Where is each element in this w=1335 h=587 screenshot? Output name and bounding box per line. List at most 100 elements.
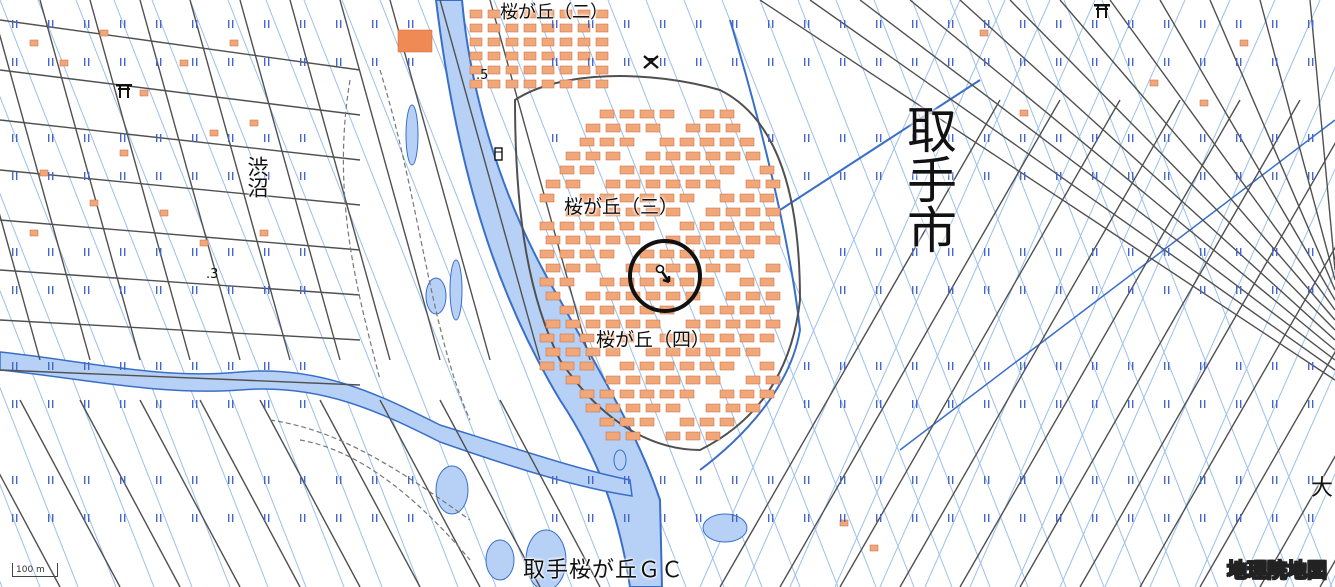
- paddy-symbol: [124, 286, 126, 294]
- building: [577, 23, 591, 33]
- pond: [702, 513, 748, 543]
- road: [1259, 455, 1335, 587]
- paddy-symbol: [304, 514, 306, 522]
- facility-building: [397, 29, 433, 53]
- attribution-logo[interactable]: 地理院地図: [1227, 558, 1328, 583]
- paddy-symbol: [1024, 476, 1026, 484]
- building: [579, 221, 595, 231]
- building: [665, 431, 681, 441]
- building: [599, 305, 615, 315]
- paddy-symbol: [736, 58, 738, 66]
- paddy-symbol: [1240, 58, 1242, 66]
- paddy-symbol: [1308, 514, 1310, 522]
- building: [559, 37, 573, 47]
- shrine-icon: [116, 84, 132, 98]
- paddy-symbol: [1092, 58, 1094, 66]
- paddy-symbol: [880, 362, 882, 370]
- paddy-line: [969, 0, 1231, 587]
- paddy-symbol: [916, 172, 918, 180]
- paddy-symbol: [160, 20, 162, 28]
- paddy-symbol: [12, 400, 14, 408]
- building: [199, 239, 209, 247]
- paddy-symbol: [228, 400, 230, 408]
- building: [619, 305, 635, 315]
- paddy-symbol: [1276, 400, 1278, 408]
- building: [685, 235, 701, 245]
- paddy-symbol: [1096, 476, 1098, 484]
- building: [645, 347, 661, 357]
- paddy-symbol: [984, 248, 986, 256]
- paddy-line: [1194, 269, 1335, 587]
- paddy-symbol: [232, 476, 234, 484]
- road: [959, 0, 1335, 341]
- paddy-symbol: [16, 400, 18, 408]
- golf-path: [269, 419, 471, 561]
- paddy-symbol: [624, 476, 626, 484]
- building: [745, 291, 761, 301]
- building: [619, 193, 635, 203]
- paddy-symbol: [300, 400, 302, 408]
- paddy-symbol: [984, 20, 986, 28]
- paddy-symbol: [88, 20, 90, 28]
- paddy-symbol: [988, 20, 990, 28]
- paddy-symbol: [124, 58, 126, 66]
- paddy-symbol: [1272, 134, 1274, 142]
- paddy-symbol: [1128, 514, 1130, 522]
- paddy-symbol: [912, 20, 914, 28]
- paddy-symbol: [84, 476, 86, 484]
- paddy-symbol: [192, 20, 194, 28]
- river-tributary: [0, 351, 633, 497]
- label-city-toride: 取手市: [896, 104, 957, 269]
- building: [625, 235, 641, 245]
- paddy-symbol: [124, 248, 126, 256]
- building: [759, 361, 775, 371]
- paddy-symbol: [1056, 58, 1058, 66]
- paddy-symbol: [1200, 172, 1202, 180]
- paddy-symbol: [84, 20, 86, 28]
- paddy-symbol: [804, 20, 806, 28]
- paddy-symbol: [1164, 514, 1166, 522]
- paddy-symbol: [156, 58, 158, 66]
- paddy-symbol: [1240, 476, 1242, 484]
- paddy-symbol: [1276, 58, 1278, 66]
- paddy-symbol: [1236, 20, 1238, 28]
- paddy-symbol: [232, 172, 234, 180]
- paddy-line: [0, 192, 155, 587]
- paddy-symbol: [840, 134, 842, 142]
- paddy-symbol: [1056, 514, 1058, 522]
- paddy-line: [924, 0, 1186, 587]
- paddy-symbol: [1020, 20, 1022, 28]
- building: [599, 333, 615, 343]
- paddy-symbol: [624, 514, 626, 522]
- paddy-symbol: [228, 172, 230, 180]
- paddy-symbol: [592, 58, 594, 66]
- paddy-symbol: [1236, 286, 1238, 294]
- paddy-symbol: [124, 400, 126, 408]
- paddy-symbol: [808, 134, 810, 142]
- building: [605, 151, 621, 161]
- paddy-symbol: [1200, 476, 1202, 484]
- paddy-symbol: [84, 362, 86, 370]
- paddy-symbol: [16, 20, 18, 28]
- paddy-symbol: [88, 476, 90, 484]
- paddy-symbol: [628, 514, 630, 522]
- paddy-line: [879, 0, 1141, 587]
- paddy-symbol: [732, 58, 734, 66]
- paddy-symbol: [1312, 476, 1314, 484]
- paddy-line: [721, 0, 953, 587]
- paddy-symbol: [120, 58, 122, 66]
- building: [599, 137, 615, 147]
- paddy-symbol: [1056, 286, 1058, 294]
- paddy-symbol: [988, 134, 990, 142]
- building: [541, 65, 555, 75]
- paddy-symbol: [1168, 400, 1170, 408]
- road: [0, 473, 61, 587]
- building: [869, 544, 879, 552]
- paddy-symbol: [876, 286, 878, 294]
- paddy-symbol: [48, 20, 50, 28]
- building: [765, 207, 781, 217]
- paddy-symbol: [628, 58, 630, 66]
- paddy-symbol: [1168, 362, 1170, 370]
